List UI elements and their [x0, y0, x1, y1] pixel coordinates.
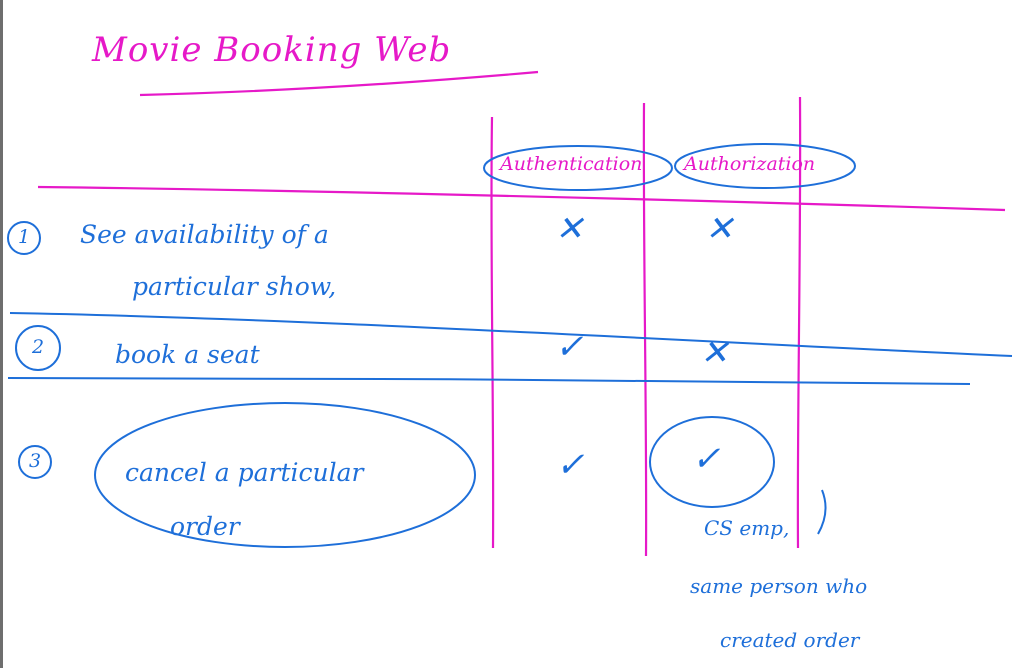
column-divider-left	[490, 116, 495, 549]
row-divider-2	[7, 377, 971, 385]
row-2-text-line1: book a seat	[115, 340, 260, 369]
note-line2: same person who	[690, 574, 868, 598]
note-bracket	[817, 489, 827, 535]
row-1-authentication-mark: ✕	[555, 209, 584, 249]
row-1-number-circle	[7, 221, 41, 255]
row-3-text-circle	[94, 402, 476, 548]
column-header-authentication: Authentication	[500, 153, 643, 175]
row-3-text-line1: cancel a particular	[125, 458, 364, 487]
row-2-number: 2	[32, 336, 45, 358]
title-underline	[139, 70, 539, 97]
row-1-number: 1	[18, 226, 31, 248]
row-1-text-line2: particular show,	[132, 272, 337, 301]
header-divider	[37, 185, 1006, 212]
row-3-authorization-mark: ✓	[692, 439, 721, 479]
column-header-authorization: Authorization	[684, 153, 816, 175]
canvas-left-border	[0, 0, 3, 668]
column-divider-middle	[642, 102, 648, 557]
row-3-text-line2: order	[170, 512, 240, 541]
column-divider-right	[796, 96, 802, 549]
row-divider-1	[9, 312, 1013, 357]
note-line3: created order	[720, 628, 860, 652]
row-2-number-circle	[15, 325, 61, 371]
row-1-text-line1: See availability of a	[80, 220, 329, 249]
page-title: Movie Booking Web	[92, 30, 452, 70]
row-1-authorization-mark: ✕	[705, 209, 734, 249]
note-line1: CS emp,	[704, 516, 790, 540]
row-2-authentication-mark: ✓	[555, 327, 584, 367]
row-3-authorization-circle	[649, 416, 775, 508]
authorization-circle	[674, 143, 856, 189]
row-2-authorization-mark: ✕	[700, 333, 729, 373]
row-3-number: 3	[29, 450, 42, 472]
authentication-circle	[483, 145, 673, 191]
row-3-number-circle	[18, 445, 52, 479]
row-3-authentication-mark: ✓	[556, 445, 585, 485]
